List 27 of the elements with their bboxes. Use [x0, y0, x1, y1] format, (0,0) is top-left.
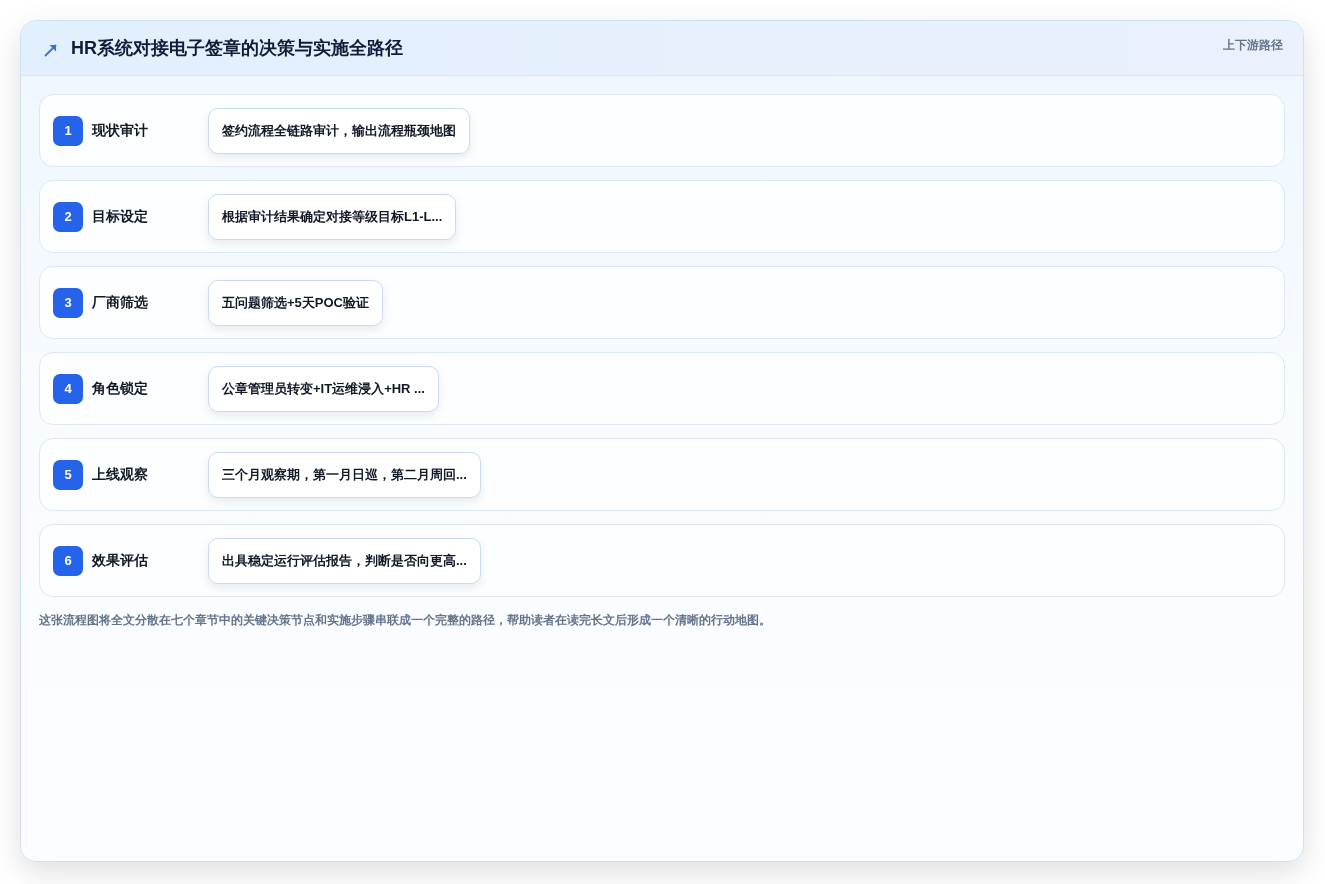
- step-row: [39, 94, 1285, 167]
- step-detail-card: 签约流程全链路审计，输出流程瓶颈地图: [208, 107, 470, 154]
- step-row: [39, 180, 1285, 253]
- step-title: 上线观察: [92, 465, 149, 484]
- step-title: 厂商筛选: [92, 293, 149, 312]
- step-number-badge: 2: [53, 201, 83, 232]
- step-detail-card: 五问题筛选+5天POC验证: [208, 279, 383, 326]
- step-number-badge: 6: [53, 545, 83, 576]
- step-detail-card: 三个月观察期，第一月日巡，第二月周回...: [208, 451, 481, 498]
- step-number-badge: 3: [53, 287, 83, 318]
- step-number-badge: 4: [53, 373, 83, 404]
- header-note: 上下游路径: [1223, 38, 1283, 52]
- step-detail-card: 出具稳定运行评估报告，判断是否向更高...: [208, 537, 481, 584]
- step-title: 角色锁定: [92, 379, 149, 398]
- step-row: [39, 438, 1285, 511]
- step-number-badge: 1: [53, 115, 83, 146]
- step-title: 现状审计: [92, 121, 149, 140]
- step-detail-card: 公章管理员转变+IT运维浸入+HR ...: [208, 365, 439, 412]
- step-title: 效果评估: [92, 551, 149, 570]
- step-row: [39, 352, 1285, 425]
- step-number-badge: 5: [53, 459, 83, 490]
- diagram-title: HR系统对接电子签章的决策与实施全路径: [71, 37, 403, 59]
- caption: 这张流程图将全文分散在七个章节中的关键决策节点和实施步骤串联成一个完整的路径，帮助读者在读完长文后形成一个清晰的行动地图。: [39, 612, 772, 628]
- step-row: [39, 524, 1285, 597]
- step-row: [39, 266, 1285, 339]
- step-title: 目标设定: [92, 207, 149, 226]
- step-detail-card: 根据审计结果确定对接等级目标L1-L...: [208, 193, 457, 240]
